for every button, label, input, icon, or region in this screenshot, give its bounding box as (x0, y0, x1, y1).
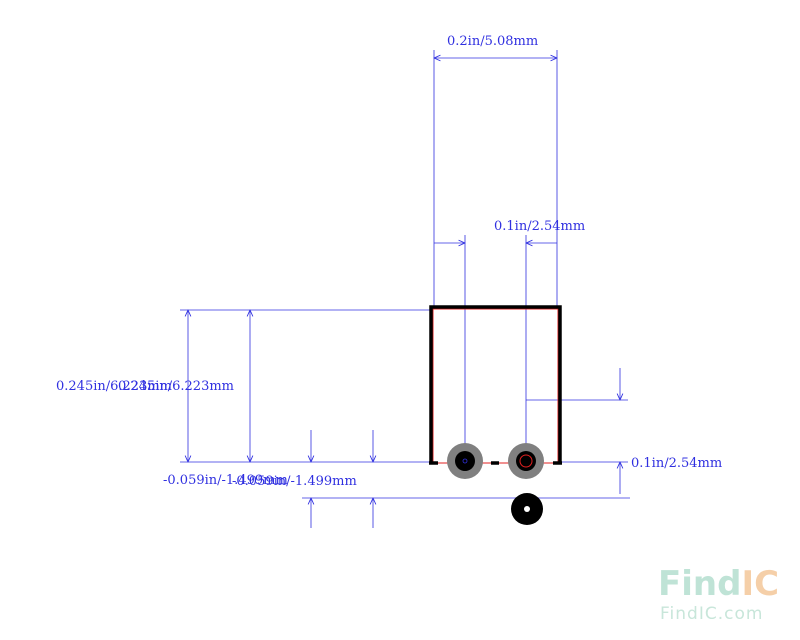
dimension-height (180, 310, 432, 462)
svg-text:FindIC: FindIC (658, 564, 779, 604)
dimension-offset-right (526, 368, 628, 494)
dimension-label-top-width: 0.2in/5.08mm (447, 34, 538, 49)
watermark-ic: IC (741, 564, 779, 604)
watermark-find: Find (658, 564, 741, 604)
watermark-logo: FindIC FindIC.com (658, 564, 779, 624)
dimension-pin-pitch (434, 235, 557, 462)
dimension-offset-left (302, 430, 630, 528)
pad-center-mark (519, 454, 533, 468)
dimension-label-height-inner: 0.245in/6.223mm (118, 379, 234, 394)
courtyard-outline (432, 308, 559, 464)
pad-2 (508, 443, 544, 479)
dimension-label-offset-right: 0.1in/2.54mm (631, 456, 722, 471)
dimension-label-height-outer: 0.245in/6.223mm (56, 379, 172, 394)
silkscreen-outline (429, 305, 562, 463)
mounting-hole (511, 493, 543, 525)
component-outline (429, 305, 562, 465)
pad-drill (516, 451, 536, 471)
dimension-label-pin-pitch: 0.1in/2.54mm (494, 219, 585, 234)
dimension-label-offset-a: -0.059in/-1.499mm (163, 473, 288, 488)
pad-drill (455, 451, 475, 471)
dimension-top-width (434, 50, 557, 308)
pad-center-mark (462, 458, 468, 464)
watermark-url: FindIC.com (660, 604, 763, 624)
hole-center (524, 506, 530, 512)
pad-1 (447, 443, 483, 479)
dimension-label-offset-b: -0.059in/-1.499mm (232, 474, 357, 489)
